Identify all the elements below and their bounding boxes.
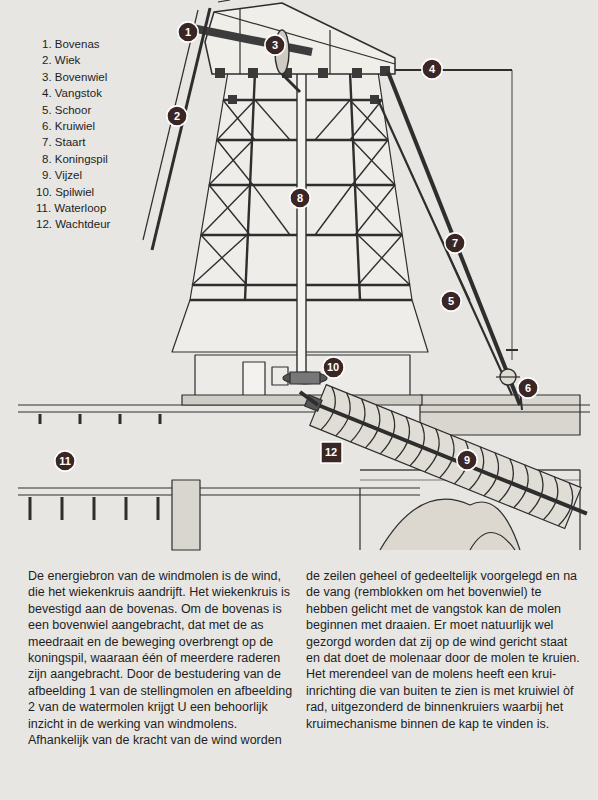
legend-list-item: 1. Bovenas [42, 37, 100, 51]
screw-flight [404, 423, 430, 468]
legend-list-item: 8. Koningspil [42, 152, 108, 166]
callout-number: 9 [456, 449, 478, 471]
callout-text: 1 [185, 27, 191, 38]
screw-flight [523, 471, 549, 516]
callout-number: 1 [177, 21, 199, 43]
callout-number: 11 [54, 450, 76, 472]
callout-number: 10 [322, 356, 345, 379]
callout-text: 5 [448, 296, 454, 307]
callout-text: 11 [59, 456, 71, 467]
screw-flight [389, 417, 415, 462]
callout-text: 2 [174, 111, 180, 122]
callout-box: 12 [320, 441, 343, 464]
screw-flight [493, 459, 519, 504]
legend-list-item: 2. Wiek [42, 53, 80, 67]
legend-list-item: 6. Kruiwiel [42, 119, 95, 133]
callout-text: 10 [327, 362, 339, 373]
screw-flight [419, 429, 445, 474]
legend-list-item: 7. Staart [42, 135, 85, 149]
callout-number: 7 [444, 232, 466, 254]
callout-text: 3 [272, 40, 278, 51]
screw-flight [360, 405, 386, 450]
callout-number: 5 [440, 290, 462, 312]
legend-list-item: 5. Schoor [42, 103, 91, 117]
legend-list-item: 10. Spilwiel [36, 185, 94, 199]
body-paragraph: de zeilen geheel of gedeeltelijk voorgel… [306, 568, 582, 732]
screw-flight [330, 393, 356, 438]
callout-text: 7 [452, 238, 458, 249]
callout-text: 4 [429, 64, 435, 75]
body-paragraph: De energiebron van de windmolen is de wi… [28, 568, 296, 748]
screw-flight [345, 399, 371, 444]
callout-text: 6 [525, 383, 531, 394]
legend-list-item: 9. Vijzel [42, 168, 82, 182]
callout-text: 8 [297, 193, 303, 204]
callout-number: 3 [264, 34, 286, 56]
callout-text: 12 [325, 447, 337, 458]
screw-flight [508, 465, 534, 510]
legend-list-item: 11. Waterloop [36, 201, 106, 215]
screw-flight [375, 411, 401, 456]
legend-list-item: 3. Bovenwiel [42, 70, 107, 84]
callout-number: 8 [289, 187, 311, 209]
screw-flight [315, 387, 341, 432]
legend-list-item: 12. Wachtdeur [36, 217, 110, 231]
screw-flight [538, 477, 564, 522]
screw-flight [479, 453, 505, 498]
callout-text: 9 [464, 455, 470, 466]
callout-number: 6 [517, 377, 539, 399]
callout-number: 2 [166, 105, 188, 127]
callout-number: 4 [421, 58, 443, 80]
legend-list-item: 4. Vangstok [42, 86, 102, 100]
screw-flight [553, 483, 579, 528]
